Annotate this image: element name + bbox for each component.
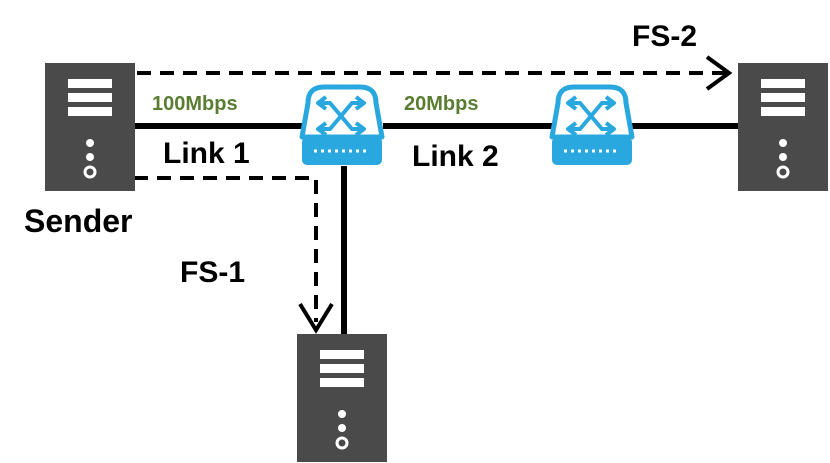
- sender-label: Sender: [24, 203, 132, 239]
- flow-fs1-arrowhead: [298, 302, 334, 334]
- link-2-label: Link 2: [412, 140, 499, 173]
- flow-fs1-line: [134, 176, 318, 322]
- rate-2-label: 20Mbps: [404, 93, 478, 115]
- fs1-label: FS-1: [180, 256, 245, 289]
- link-1-label: Link 1: [163, 137, 250, 170]
- switch-1-icon: [302, 87, 382, 165]
- switch-2-icon: [552, 87, 632, 165]
- rate-1-label: 100Mbps: [152, 93, 238, 115]
- receiver-fs1-server-icon: [295, 332, 389, 463]
- sender-server-icon: [43, 61, 137, 193]
- flow-fs2-arrowhead: [705, 55, 733, 91]
- receiver-fs2-server-icon: [736, 61, 830, 193]
- fs2-label: FS-2: [632, 20, 697, 53]
